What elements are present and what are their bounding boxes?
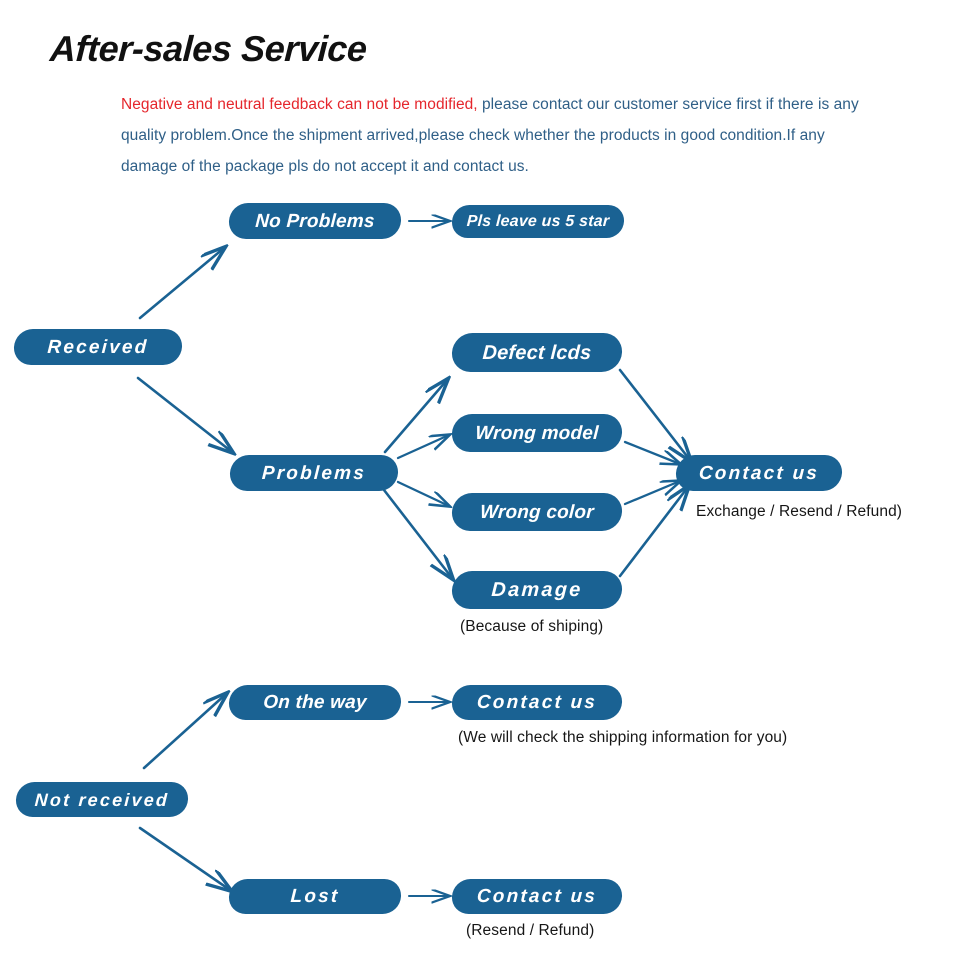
wire-problems-to-damage — [382, 488, 452, 578]
node-contact-us-lost[interactable]: Contact us — [451, 879, 623, 914]
node-not-received[interactable]: Not received — [15, 782, 189, 817]
wire-not-received-to-lost — [138, 826, 230, 890]
wire-defect-lcds-to-contact — [618, 368, 690, 460]
node-received-label: Received — [46, 336, 150, 358]
node-not-received-label: Not received — [34, 789, 170, 810]
caption-contact-us-on-the-way: (We will check the shipping information … — [458, 729, 788, 746]
node-contact-us-problems-label: Contact us — [698, 462, 820, 484]
node-problems[interactable]: Problems — [229, 455, 399, 491]
caption-contact-us-problems: Exchange / Resend / Refund) — [696, 503, 903, 520]
page-title: After-sales Service — [48, 28, 368, 69]
wire-received-to-no-problems — [138, 248, 224, 320]
node-pls-leave-us-5-star-label: Pls leave us 5 star — [466, 212, 610, 230]
wire-wrong-color-to-contact — [623, 481, 680, 506]
node-contact-us-on-the-way-label: Contact us — [476, 692, 598, 713]
caption-damage: (Because of shiping) — [460, 618, 604, 635]
caption-contact-us-lost: (Resend / Refund) — [466, 922, 595, 939]
node-received[interactable]: Received — [13, 329, 183, 365]
node-defect-lcds[interactable]: Defect lcds — [450, 333, 624, 372]
node-wrong-color-label: Wrong color — [479, 501, 595, 523]
intro-accent-text: Negative and neutral feedback can not be… — [121, 96, 478, 113]
node-lost[interactable]: Lost — [228, 879, 402, 914]
node-damage[interactable]: Damage — [451, 571, 623, 609]
node-damage-label: Damage — [490, 579, 584, 601]
wire-problems-to-wrong-color — [396, 480, 449, 506]
node-lost-label: Lost — [289, 886, 341, 907]
wire-damage-to-contact — [618, 487, 688, 578]
node-on-the-way[interactable]: On the way — [228, 685, 402, 720]
node-on-the-way-label: On the way — [262, 692, 368, 713]
node-wrong-color[interactable]: Wrong color — [451, 493, 623, 531]
node-contact-us-on-the-way[interactable]: Contact us — [451, 685, 623, 720]
node-wrong-model-label: Wrong model — [474, 422, 600, 444]
node-problems-label: Problems — [261, 462, 367, 484]
wire-problems-to-defect-lcds — [383, 380, 447, 454]
node-defect-lcds-label: Defect lcds — [481, 341, 593, 364]
node-contact-us-problems[interactable]: Contact us — [675, 455, 843, 491]
intro-paragraph: Negative and neutral feedback can not be… — [121, 89, 881, 182]
node-contact-us-lost-label: Contact us — [476, 886, 598, 907]
wire-wrong-model-to-contact — [623, 440, 680, 464]
wire-received-to-problems — [136, 376, 232, 452]
intro-rest-text: please contact our customer service firs… — [121, 96, 859, 175]
node-pls-leave-us-5-star[interactable]: Pls leave us 5 star — [451, 205, 625, 238]
wire-problems-to-wrong-model — [396, 435, 449, 460]
wire-not-received-to-on-the-way — [142, 694, 226, 770]
node-no-problems-label: No Problems — [254, 210, 376, 232]
node-no-problems[interactable]: No Problems — [228, 203, 402, 239]
node-wrong-model[interactable]: Wrong model — [451, 414, 623, 452]
